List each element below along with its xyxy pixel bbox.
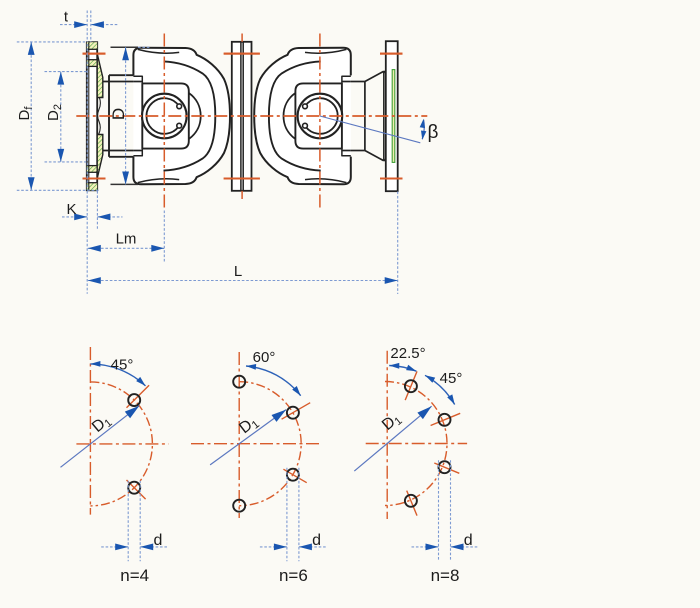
svg-text:L: L [234, 263, 242, 280]
svg-text:n=4: n=4 [120, 566, 149, 585]
svg-text:22.5°: 22.5° [390, 345, 425, 362]
svg-text:D: D [109, 108, 128, 120]
svg-text:d: d [464, 532, 473, 549]
svg-text:45°: 45° [111, 357, 134, 374]
svg-text:β: β [428, 122, 439, 143]
svg-text:d: d [312, 532, 321, 549]
svg-text:n=6: n=6 [279, 566, 308, 585]
svg-text:Lm: Lm [116, 231, 137, 248]
svg-text:45°: 45° [440, 370, 463, 387]
svg-text:n=8: n=8 [431, 566, 460, 585]
svg-text:60°: 60° [253, 349, 276, 366]
svg-text:K: K [66, 201, 76, 218]
svg-text:t: t [64, 9, 69, 26]
svg-text:d: d [153, 532, 162, 549]
